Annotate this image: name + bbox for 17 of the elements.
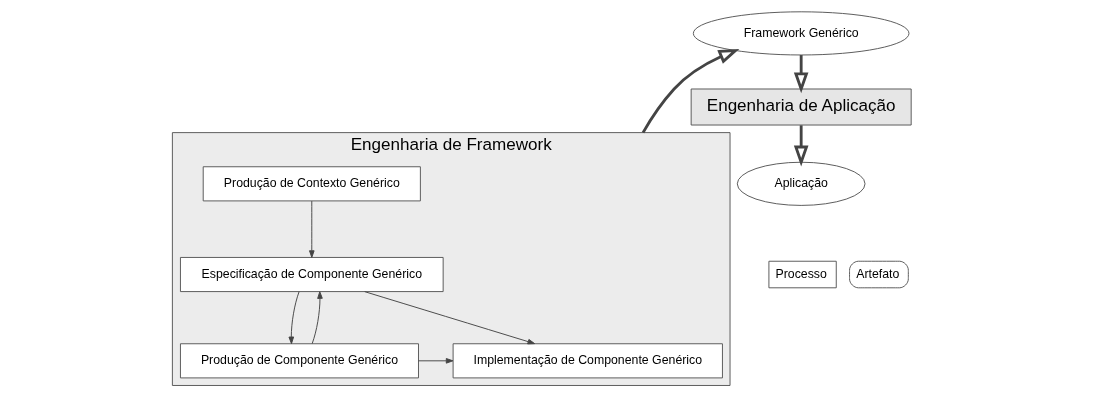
node-ellipse: Aplicação (736, 161, 866, 206)
legend-label: Processo (775, 266, 827, 281)
arrow (288, 291, 300, 345)
arrow (793, 125, 809, 167)
node-box: Produção de Contexto Genérico (202, 166, 421, 202)
arrow (309, 200, 315, 258)
node-box: Engenharia de Aplicação (690, 88, 912, 126)
arrow (641, 48, 740, 134)
node-box: Especificação de Componente Genérico (179, 256, 444, 293)
node-ellipse: Framework Genérico (692, 11, 910, 56)
arrow (364, 291, 536, 345)
arrow (793, 55, 809, 94)
arrow (418, 358, 454, 364)
node-box: Produção de Componente Genérico (179, 343, 419, 379)
legend-label: Artefato (856, 266, 900, 281)
arrow (311, 291, 323, 345)
node-box: Implementação de Componente Genérico (452, 343, 723, 379)
